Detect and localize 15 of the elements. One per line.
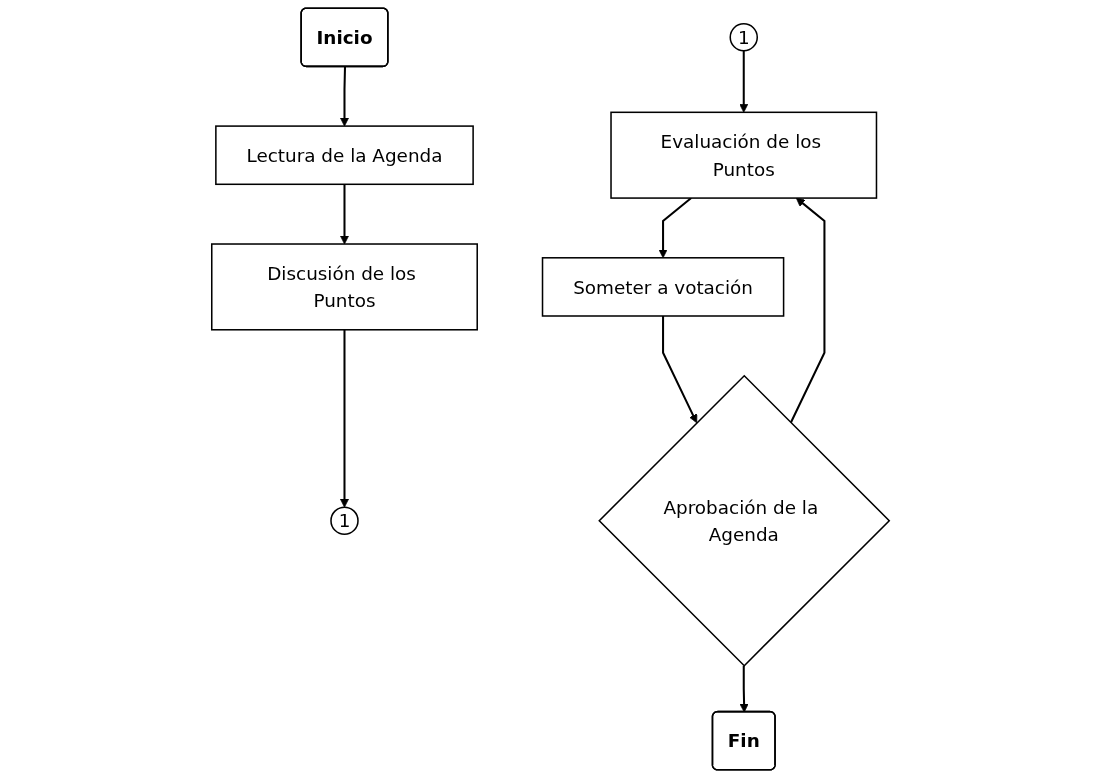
arrow [658, 197, 692, 259]
node-box [215, 125, 474, 186]
arrow [739, 665, 749, 713]
arrow [662, 316, 698, 424]
node-box [211, 243, 478, 331]
arrow [340, 66, 349, 127]
node-circle [330, 506, 359, 535]
arrow [340, 329, 349, 508]
node-box [610, 111, 878, 199]
node-circle [729, 23, 758, 52]
node-box [541, 257, 785, 317]
arrow [340, 184, 349, 245]
arrow [739, 50, 749, 113]
node-diamond [598, 374, 891, 667]
arrow [789, 197, 826, 424]
